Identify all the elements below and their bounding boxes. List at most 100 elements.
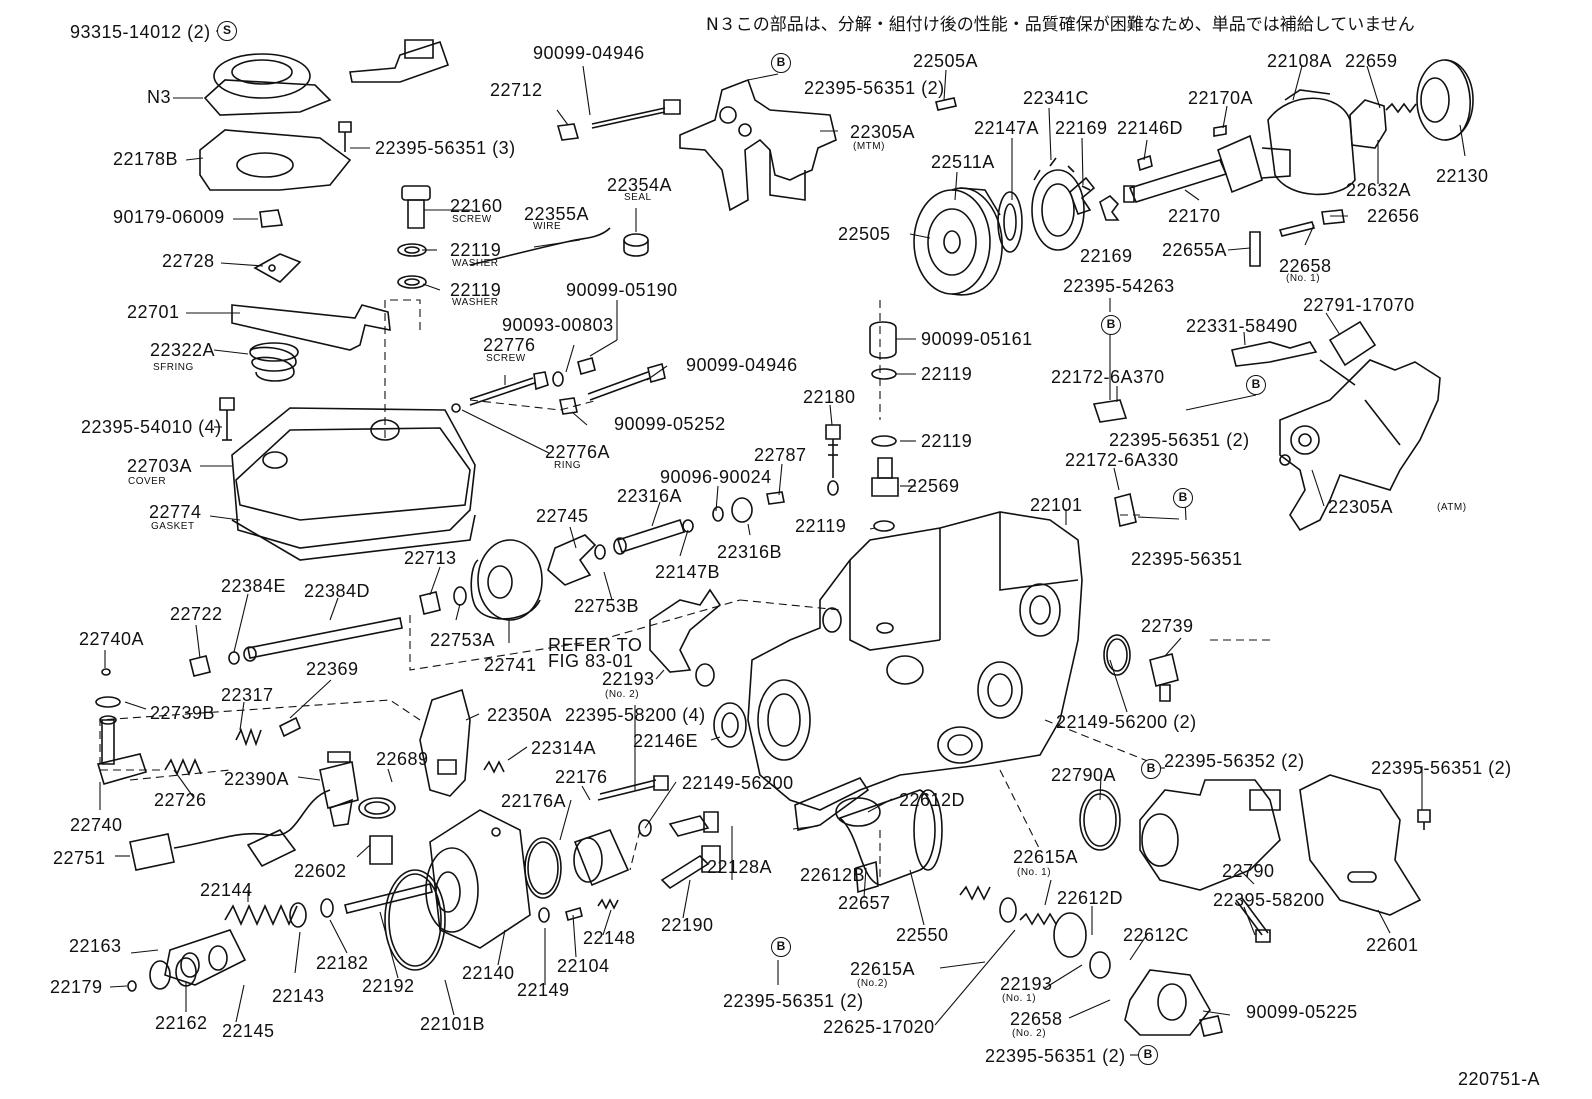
refer-to-line2: FIG 83-01 xyxy=(548,651,634,671)
part-sublabel: SCREW xyxy=(486,353,526,364)
part-number: 22656 xyxy=(1367,206,1420,226)
part-number: 90099-05190 xyxy=(566,280,678,300)
part-number: 22390A xyxy=(224,769,290,789)
part-number: 22101 xyxy=(1030,495,1083,515)
part-number: 90099-05161 xyxy=(921,329,1033,349)
part-number: 22192 xyxy=(362,976,415,996)
part-number: 90179-06009 xyxy=(113,207,225,227)
mark-b: B xyxy=(771,937,791,957)
part-number: 90099-05252 xyxy=(614,414,726,434)
part-number: 90096-90024 xyxy=(660,467,772,487)
part-number: 22193 xyxy=(602,669,655,689)
part-number: 22147B xyxy=(655,562,721,582)
part-number: 22147A xyxy=(974,118,1040,138)
part-number: 22369 xyxy=(306,659,359,679)
part-sublabel: (No. 1) xyxy=(1286,273,1321,284)
part-number: 22119 xyxy=(795,516,847,536)
part-number: 22384E xyxy=(221,576,287,596)
part-number: 22193 xyxy=(1000,974,1053,994)
part-number: 22146D xyxy=(1117,118,1184,138)
part-number: 22160 xyxy=(450,196,503,216)
mark-b: B xyxy=(771,53,791,73)
part-number: 22703A xyxy=(127,456,193,476)
part-number: 22505A xyxy=(913,51,979,71)
part-number: 22395-56351 (3) xyxy=(375,138,516,158)
part-number: 22145 xyxy=(222,1021,275,1041)
part-number: 22689 xyxy=(376,749,429,769)
part-number: 22632A xyxy=(1346,180,1412,200)
part-number: 22395-58200 (4) xyxy=(565,705,706,725)
part-number: 22701 xyxy=(127,302,180,322)
part-number: 22615A xyxy=(1013,847,1079,867)
part-number: 22395-54263 xyxy=(1063,276,1175,296)
part-number: 22790A xyxy=(1051,765,1117,785)
part-sublabel: (No.2) xyxy=(857,978,888,989)
part-number: 90093-00803 xyxy=(502,315,614,335)
refer-to-line1: REFER TO xyxy=(548,635,643,655)
part-number: 22740A xyxy=(79,629,145,649)
part-sublabel: (MTM) xyxy=(853,141,885,152)
part-number: 22176 xyxy=(555,767,608,787)
mark-b: B xyxy=(1101,315,1121,335)
part-number: 22149 xyxy=(517,980,570,1000)
part-number: 22130 xyxy=(1436,166,1489,186)
part-number: 22612C xyxy=(1123,925,1190,945)
part-number: 22712 xyxy=(490,80,543,100)
part-number: 22740 xyxy=(70,815,123,835)
part-number: 22128A xyxy=(707,857,773,877)
part-number: 22172-6A330 xyxy=(1065,450,1179,470)
part-number: 90099-04946 xyxy=(686,355,798,375)
part-number: 22140 xyxy=(462,963,515,983)
part-number: 22726 xyxy=(154,790,207,810)
part-number: 22741 xyxy=(484,655,537,675)
part-sublabel: (No. 2) xyxy=(1012,1028,1047,1039)
part-number: 22790 xyxy=(1222,861,1275,881)
part-sublabel: RING xyxy=(554,460,581,471)
part-number: 22143 xyxy=(272,986,325,1006)
part-number: 22108A xyxy=(1267,51,1333,71)
part-number: 22728 xyxy=(162,251,215,271)
part-number: 22190 xyxy=(661,915,714,935)
part-number: N3 xyxy=(147,87,172,107)
part-number: 22745 xyxy=(536,506,589,526)
part-number: 22316B xyxy=(717,542,783,562)
part-number: 22658 xyxy=(1279,256,1332,276)
part-number: 22322A xyxy=(150,340,216,360)
part-number: 22395-56351 (2) xyxy=(1371,758,1512,778)
part-sublabel: (No. 2) xyxy=(605,689,640,700)
part-number: 22331-58490 xyxy=(1186,316,1298,336)
part-number: 22625-17020 xyxy=(823,1017,935,1037)
part-number: 22753A xyxy=(430,630,496,650)
part-number: 22739B xyxy=(150,703,216,723)
part-number: 22739 xyxy=(1141,616,1194,636)
part-number: 22713 xyxy=(404,548,457,568)
part-number: 22612D xyxy=(899,790,966,810)
part-number: 22104 xyxy=(557,956,610,976)
part-number: 22776 xyxy=(483,335,536,355)
part-sublabel: SFRING xyxy=(153,362,194,373)
part-number: 22753B xyxy=(574,596,640,616)
part-number: 22550 xyxy=(896,925,949,945)
part-number: 22384D xyxy=(304,581,371,601)
part-sublabel: (No. 1) xyxy=(1017,867,1052,878)
part-number: 22659 xyxy=(1345,51,1398,71)
header-note: N３この部品は、分解・組付け後の性能・品質確保が困難なため、単品では補給していま… xyxy=(706,15,1415,35)
part-number: 22776A xyxy=(545,442,611,462)
part-number: 22395-56351 (2) xyxy=(1109,430,1250,450)
part-number: 22149-56200 (2) xyxy=(1056,712,1197,732)
part-number: 22395-56352 (2) xyxy=(1164,751,1305,771)
mark-s: S xyxy=(217,21,237,41)
part-number: 22163 xyxy=(69,936,122,956)
part-number: 22355A xyxy=(524,204,590,224)
part-drawings xyxy=(96,40,1473,1036)
part-number: 22395-56351 (2) xyxy=(804,78,945,98)
part-number: 22148 xyxy=(583,928,636,948)
part-number: 22119 xyxy=(450,240,502,260)
part-number: 22305A xyxy=(1328,497,1394,517)
part-number: 22612D xyxy=(1057,888,1124,908)
part-sublabel: (ATM) xyxy=(1437,502,1467,513)
part-number: 22395-56351 (2) xyxy=(723,991,864,1011)
part-number: 90099-05225 xyxy=(1246,1002,1358,1022)
